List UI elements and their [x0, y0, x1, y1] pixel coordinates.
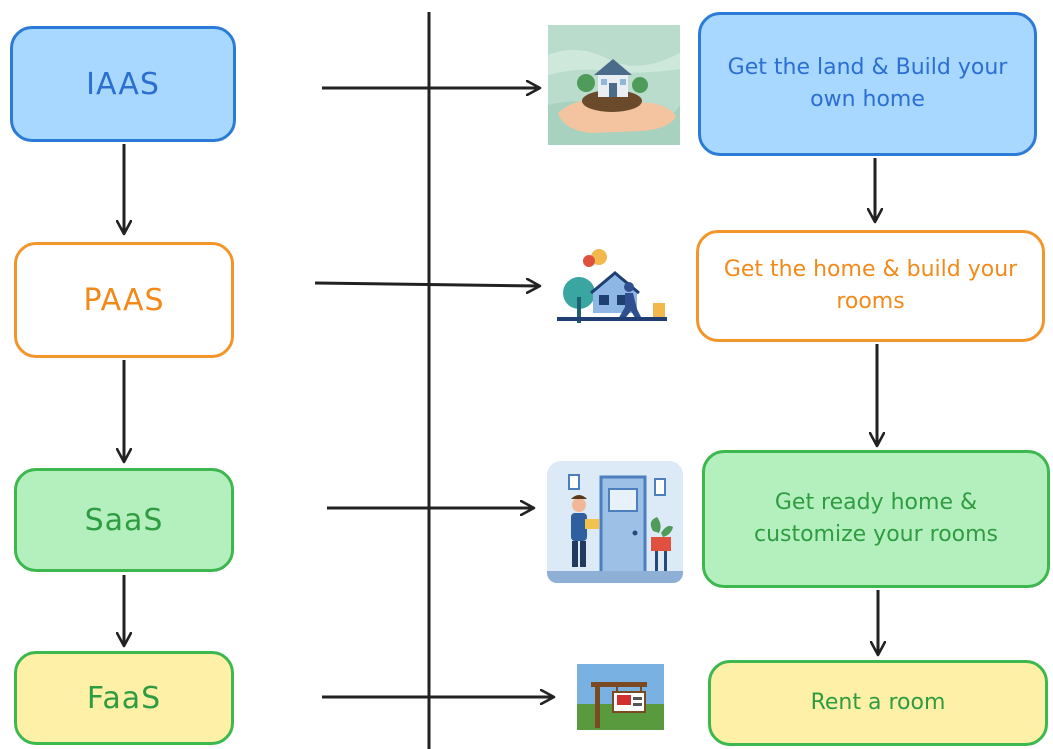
paas-description: Get the home & build your rooms — [723, 257, 1018, 314]
house-under-construction-icon — [553, 247, 671, 325]
faas-box: FaaS — [14, 651, 234, 745]
iaas-description: Get the land & Build your own home — [727, 55, 1008, 112]
for-rent-sign-icon — [577, 664, 664, 730]
hand-holding-land-with-house-icon — [548, 25, 680, 145]
saas-description: Get ready home & customize your rooms — [753, 490, 999, 547]
faas-description-box: Rent a room — [708, 660, 1048, 746]
iaas-description-box: Get the land & Build your own home — [698, 12, 1037, 156]
paas-box: PAAS — [14, 242, 234, 358]
paas-label: PAAS — [83, 282, 165, 318]
faas-label: FaaS — [86, 680, 162, 716]
faas-description: Rent a room — [810, 690, 946, 715]
saas-label: SaaS — [84, 502, 164, 538]
iaas-box: IAAS — [10, 26, 236, 142]
arrow-paas-to-image — [314, 283, 540, 286]
saas-box: SaaS — [14, 468, 234, 572]
paas-description-box: Get the home & build your rooms — [696, 230, 1045, 342]
iaas-label: IAAS — [86, 66, 160, 102]
saas-description-box: Get ready home & customize your rooms — [702, 450, 1050, 588]
person-decorating-room-icon — [547, 461, 683, 583]
